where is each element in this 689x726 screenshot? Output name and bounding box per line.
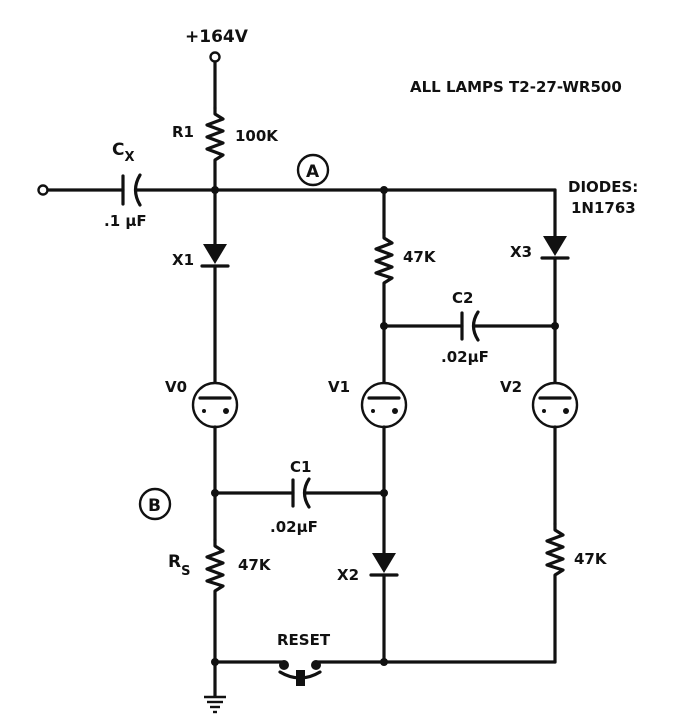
v0-neon-lamp <box>191 381 239 542</box>
reset-label: RESET <box>277 631 331 649</box>
c1-value: .02μF <box>270 518 318 536</box>
ground-symbol <box>204 660 226 714</box>
diodes-part: 1N1763 <box>571 199 636 217</box>
v0-label: V0 <box>165 378 187 396</box>
cx-capacitor <box>121 173 217 207</box>
r-right-value: 47K <box>574 550 608 568</box>
lamps-note: ALL LAMPS T2-27-WR500 <box>410 78 622 96</box>
cx-label: CX <box>112 140 135 165</box>
r-right-resistor <box>545 522 565 664</box>
input-terminal <box>37 184 125 196</box>
x1-label: X1 <box>172 251 194 269</box>
supply-label: +164V <box>185 27 249 47</box>
supply-terminal <box>209 51 221 110</box>
node-b-marker: B <box>138 487 172 521</box>
svg-text:B: B <box>148 496 161 516</box>
r-middle-resistor <box>374 188 394 384</box>
v1-neon-lamp <box>360 381 408 555</box>
c1-label: C1 <box>290 458 311 476</box>
v2-neon-lamp <box>531 381 579 526</box>
c2-capacitor <box>382 310 557 342</box>
r-middle-value: 47K <box>403 248 437 266</box>
v1-label: V1 <box>328 378 350 396</box>
r1-value: 100K <box>235 127 279 145</box>
x3-label: X3 <box>510 243 532 261</box>
rs-label: RS <box>168 552 190 579</box>
x3-diode <box>540 188 570 384</box>
reset-switch[interactable] <box>278 660 322 686</box>
x1-diode <box>200 188 230 384</box>
x2-diode <box>369 553 399 664</box>
svg-text:A: A <box>306 162 320 182</box>
c1-capacitor <box>213 477 386 509</box>
node-a-marker: A <box>296 153 330 187</box>
x2-label: X2 <box>337 566 359 584</box>
rs-resistor <box>205 538 225 664</box>
c2-value: .02μF <box>441 348 489 366</box>
rs-value: 47K <box>238 556 272 574</box>
c2-label: C2 <box>452 289 473 307</box>
r1-resistor <box>205 106 225 192</box>
v2-label: V2 <box>500 378 522 396</box>
r1-label: R1 <box>172 123 194 141</box>
diodes-note: DIODES: <box>568 178 638 196</box>
cx-value: .1 μF <box>104 212 147 230</box>
